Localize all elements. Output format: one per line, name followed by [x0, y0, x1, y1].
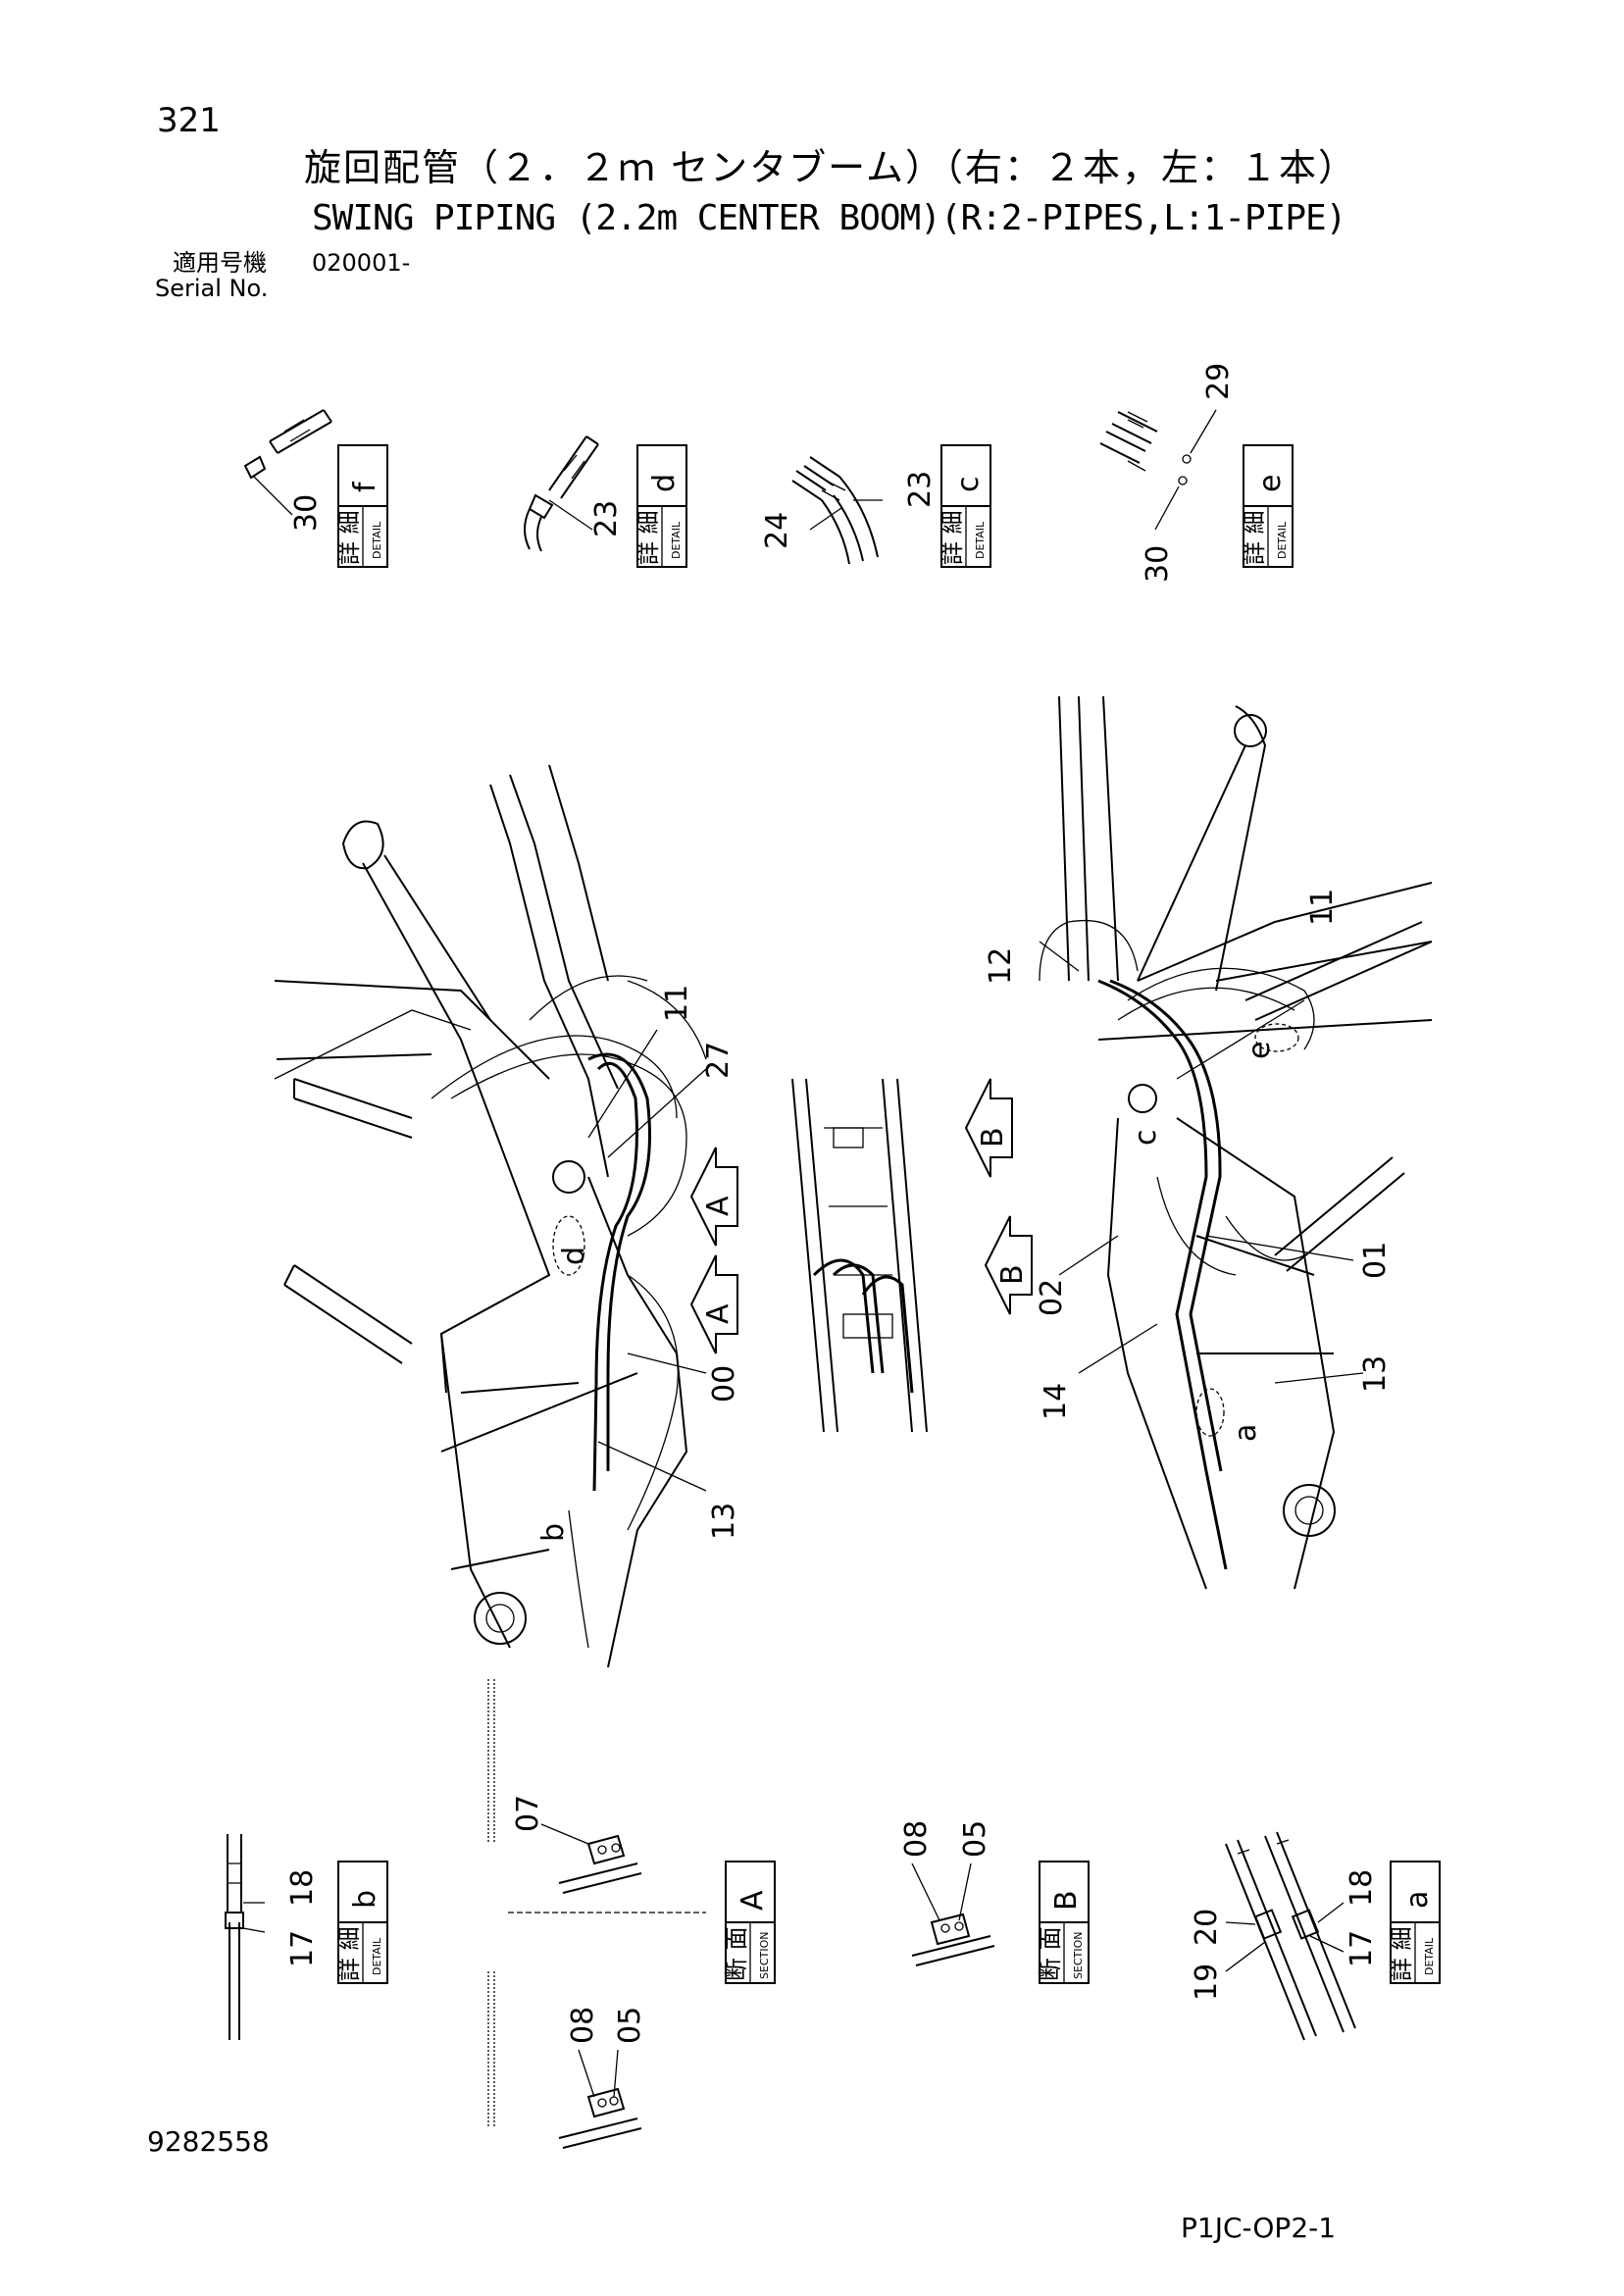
section-a-part-07: 07: [511, 1795, 545, 1832]
left-callout-11: 11: [660, 985, 694, 1022]
detail-f-box: 詳 細 DETAIL f: [335, 444, 388, 568]
detail-f-sketch: [243, 409, 332, 516]
detail-a-sketch: [1225, 1831, 1356, 2041]
section-b-letter: B: [1049, 1890, 1084, 1911]
svg-text:DETAIL: DETAIL: [371, 521, 383, 559]
detail-b-letter: b: [348, 1890, 382, 1909]
detail-d-part-23: 23: [589, 500, 624, 537]
svg-text:断 面: 断 面: [1037, 1926, 1064, 1981]
section-a-letter: A: [736, 1890, 770, 1911]
detail-d-letter: d: [647, 474, 682, 492]
serial-label-english: Serial No.: [155, 275, 269, 302]
left-callout-27: 27: [701, 1042, 736, 1079]
svg-text:DETAIL: DETAIL: [371, 1937, 383, 1975]
detail-c-part-23: 23: [903, 471, 938, 508]
svg-text:B: B: [995, 1264, 1030, 1285]
left-callout-13: 13: [707, 1503, 741, 1540]
right-view-letter-a: a: [1229, 1424, 1263, 1442]
right-callout-14: 14: [1039, 1383, 1073, 1420]
center-section-view: [791, 1078, 928, 1433]
svg-text:詳 細: 詳 細: [335, 1926, 363, 1981]
section-b-part-05: 05: [958, 1820, 992, 1858]
detail-e-letter: e: [1253, 475, 1288, 492]
right-main-view: e c a: [1039, 695, 1433, 1590]
right-callout-01: 01: [1358, 1242, 1393, 1279]
page-number: 321: [157, 101, 221, 140]
right-callout-11: 11: [1305, 889, 1340, 926]
document-number: 9282558: [147, 2125, 270, 2158]
detail-c-letter: c: [951, 477, 986, 493]
detail-a-part-17: 17: [1345, 1930, 1379, 1967]
section-arrow-a-2: A: [689, 1254, 738, 1354]
right-view-letter-c: c: [1129, 1130, 1163, 1147]
page-code: P1JC-OP2-1: [1181, 2212, 1337, 2244]
svg-text:詳 細: 詳 細: [335, 510, 363, 565]
right-view-letter-e: e: [1243, 1042, 1277, 1059]
left-view-letter-b: b: [536, 1523, 571, 1542]
serial-value: 020001-: [312, 249, 411, 277]
detail-d-box: 詳 細 DETAIL d: [634, 444, 687, 568]
svg-text:DETAIL: DETAIL: [1423, 1937, 1436, 1975]
detail-e-box: 詳 細 DETAIL e: [1241, 444, 1294, 568]
detail-a-letter: a: [1400, 1891, 1435, 1909]
section-a-box: 断 面 SECTION A: [723, 1861, 776, 1984]
left-callout-00: 00: [707, 1365, 741, 1403]
detail-b-box: 詳 細 DETAIL b: [335, 1861, 388, 1984]
svg-text:A: A: [701, 1196, 736, 1216]
svg-text:詳 細: 詳 細: [1388, 1926, 1415, 1981]
detail-e-part-29: 29: [1201, 363, 1236, 400]
detail-a-part-19: 19: [1190, 1964, 1224, 2001]
detail-e-sketch: [1099, 409, 1217, 531]
title-japanese: 旋回配管（２．２ｍ センタブーム）（右：２本，左：１本）: [304, 146, 1357, 189]
svg-text:詳 細: 詳 細: [634, 510, 662, 565]
section-a-sketch: [487, 1679, 706, 2149]
detail-c-box: 詳 細 DETAIL c: [939, 444, 991, 568]
detail-a-part-18: 18: [1345, 1869, 1379, 1907]
detail-f-part-30: 30: [289, 494, 324, 532]
right-callout-02: 02: [1035, 1279, 1069, 1316]
detail-b-sketch: [225, 1834, 266, 2040]
section-arrow-b-1: B: [964, 1078, 1013, 1178]
detail-d-sketch: [524, 435, 599, 552]
svg-text:断 面: 断 面: [723, 1926, 750, 1981]
detail-a-box: 詳 細 DETAIL a: [1388, 1861, 1441, 1984]
left-view-letter-d: d: [557, 1247, 591, 1265]
section-b-sketch: [911, 1862, 995, 1966]
detail-a-part-20: 20: [1190, 1909, 1224, 1946]
svg-text:詳 細: 詳 細: [939, 510, 966, 565]
section-arrow-b-2: B: [984, 1215, 1033, 1315]
section-b-part-08: 08: [899, 1820, 934, 1858]
svg-text:SECTION: SECTION: [758, 1932, 771, 1979]
right-callout-13: 13: [1358, 1355, 1393, 1393]
left-main-view: d b: [274, 764, 707, 1668]
svg-text:詳 細: 詳 細: [1241, 510, 1268, 565]
detail-b-part-18: 18: [285, 1869, 320, 1907]
detail-e-part-30: 30: [1141, 545, 1175, 583]
detail-b-part-17: 17: [285, 1930, 320, 1967]
svg-text:A: A: [701, 1303, 736, 1324]
section-a-part-05: 05: [613, 2007, 647, 2044]
svg-text:DETAIL: DETAIL: [974, 521, 987, 559]
section-b-box: 断 面 SECTION B: [1037, 1861, 1090, 1984]
right-callout-12: 12: [984, 947, 1018, 985]
serial-label-japanese: 適用号機: [173, 249, 267, 277]
detail-c-sketch: [791, 456, 883, 565]
detail-c-part-24: 24: [760, 512, 794, 549]
section-arrow-a-1: A: [689, 1147, 738, 1247]
svg-text:DETAIL: DETAIL: [1276, 521, 1289, 559]
svg-text:B: B: [976, 1127, 1010, 1148]
title-english: SWING PIPING (2.2m CENTER BOOM)(R:2-PIPE…: [312, 198, 1346, 238]
svg-text:SECTION: SECTION: [1072, 1932, 1085, 1979]
svg-text:DETAIL: DETAIL: [670, 521, 683, 559]
section-a-part-08: 08: [566, 2007, 600, 2044]
detail-f-letter: f: [348, 481, 382, 492]
